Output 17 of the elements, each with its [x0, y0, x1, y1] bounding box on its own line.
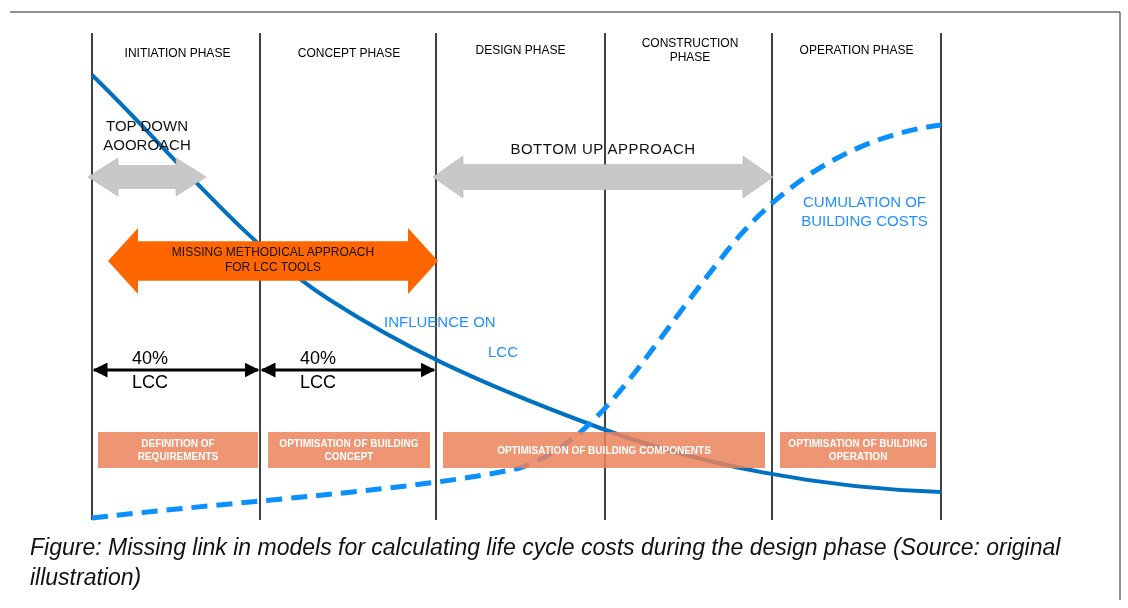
phase-task-box: OPTIMISATION OF BUILDING COMPONENTS [443, 432, 765, 468]
phase-task-box: OPTIMISATION OF BUILDING OPERATION [780, 432, 936, 468]
dimension-label: 40% LCC [131, 347, 169, 394]
arrow-label: MISSING METHODICAL APPROACH FOR LCC TOOLS [170, 245, 376, 275]
figure-caption: Figure: Missing link in models for calculating life cycle costs during the design phase (Source: original illustration) [30, 533, 1062, 592]
dimension-label: 40% LCC [299, 347, 337, 394]
phase-heading: CONCEPT PHASE [296, 46, 402, 60]
arrow-label: BOTTOM UP APPROACH [509, 140, 697, 158]
double-arrow [108, 228, 438, 294]
curve-label: CUMULATION OF BUILDING COSTS [800, 192, 929, 230]
phase-task-box: DEFINITION OF REQUIREMENTS [98, 432, 258, 468]
phase-heading: CONSTRUCTION PHASE [640, 36, 740, 64]
curve-label: LCC [488, 343, 519, 360]
phase-task-box: OPTIMISATION OF BUILDING CONCEPT [268, 432, 430, 468]
phase-heading: OPERATION PHASE [798, 43, 915, 57]
phase-heading: DESIGN PHASE [474, 43, 567, 57]
phase-heading: INITIATION PHASE [123, 46, 232, 60]
